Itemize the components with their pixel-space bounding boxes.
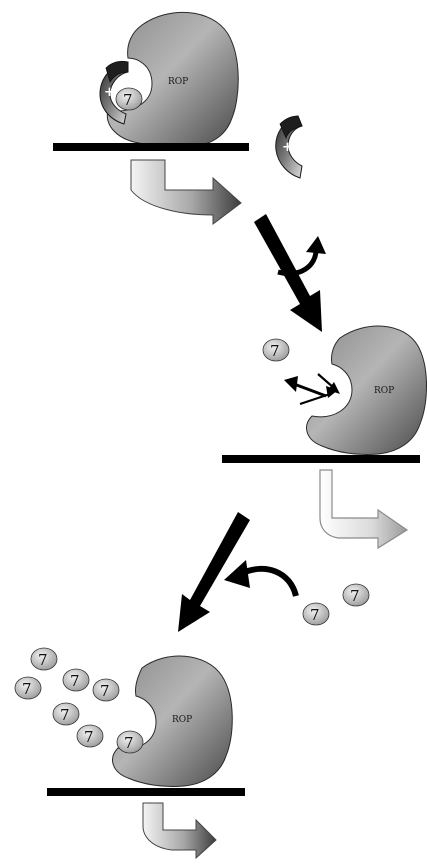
- rop-label-2: ROP: [374, 386, 394, 396]
- ligand-cluster-label-1: 7: [38, 651, 48, 669]
- ligand-cluster-label-5: 7: [60, 706, 70, 724]
- exchange-arrowhead-out: [284, 376, 298, 392]
- ligand-cluster-label-2: 7: [22, 680, 32, 698]
- transcription-arrow-1: [131, 160, 241, 224]
- release-curl-arrowhead-1: [306, 236, 326, 254]
- cofactor-plus-label-1: +: [104, 85, 115, 100]
- cofactor-plus-label-2: +: [282, 140, 293, 155]
- rop-label-1: ROP: [168, 77, 188, 87]
- transcription-arrow-2: [320, 470, 407, 548]
- ligand-label-1: 7: [123, 91, 133, 109]
- ligand-label-3b: 7: [310, 606, 320, 624]
- free-ligands-incoming: 7 7: [303, 584, 369, 625]
- dna-bar-2: [222, 455, 420, 463]
- binding-curl-arrowhead-2: [224, 560, 250, 588]
- dna-bar-1: [53, 143, 249, 151]
- ligand-label-bound-3: 7: [124, 734, 134, 752]
- dna-bar-3: [47, 788, 245, 796]
- exchange-arrow-in: [300, 394, 330, 404]
- cofactor-bound-top: [106, 61, 128, 82]
- state-3-bound-complex: ROP 7 7 7 7 7 7 7: [15, 648, 245, 858]
- exchange-arrow-out: [294, 384, 326, 396]
- state-2-apo-complex: ROP 7: [222, 326, 427, 548]
- state-1-bound-complex: + 7 ROP +: [53, 12, 302, 224]
- ligand-cluster-label-4: 7: [100, 682, 110, 700]
- ligand-label-2: 7: [270, 342, 280, 360]
- ligand-cluster-label-6: 7: [84, 728, 94, 746]
- rop-protein-2: [307, 326, 427, 454]
- rop-label-3: ROP: [172, 715, 192, 725]
- transcription-arrow-3: [143, 803, 216, 858]
- ligand-cluster-label-3: 7: [70, 672, 80, 690]
- cofactor-released: +: [276, 116, 302, 178]
- ligand-label-3a: 7: [350, 587, 360, 605]
